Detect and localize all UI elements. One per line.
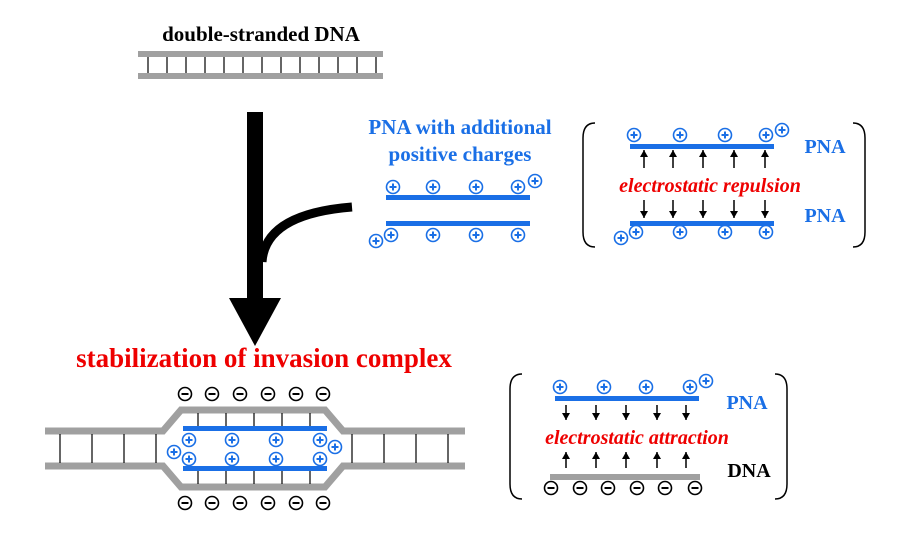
plus-charge-icon <box>327 439 343 455</box>
plus-charge-icon <box>717 127 733 143</box>
plus-charge-icon <box>224 451 240 467</box>
plus-charge-icon <box>672 127 688 143</box>
minus-charge-icon <box>260 495 276 511</box>
plus-charge-icon <box>312 451 328 467</box>
charge-symbols <box>166 122 790 511</box>
plus-charge-icon <box>312 432 328 448</box>
dsdna-title: double-stranded DNA <box>162 22 361 46</box>
dna-strand-attr <box>550 474 700 480</box>
pna-strand-bottom <box>630 221 774 226</box>
minus-charge-icon <box>204 495 220 511</box>
dna-attr-label: DNA <box>727 460 771 482</box>
pna-label-line2: positive charges <box>389 142 532 166</box>
attraction-bracket-left <box>509 373 523 500</box>
repulsion-label: electrostatic repulsion <box>619 175 801 197</box>
pna-strand-attr <box>555 396 699 401</box>
plus-charge-icon <box>717 224 733 240</box>
minus-charge-icon <box>315 495 331 511</box>
pna-pair <box>386 195 530 226</box>
plus-charge-icon <box>268 451 284 467</box>
minus-charge-icon <box>260 386 276 402</box>
pna-bottom-label: PNA <box>804 205 846 227</box>
plus-charge-icon <box>596 379 612 395</box>
attraction-bracket-right <box>774 373 788 500</box>
pna-label-line1: PNA with additional <box>368 115 551 139</box>
plus-charge-icon <box>758 224 774 240</box>
plus-charge-icon <box>268 432 284 448</box>
plus-charge-icon <box>638 379 654 395</box>
minus-charge-icon <box>629 480 645 496</box>
plus-charge-icon <box>626 127 642 143</box>
minus-charge-icon <box>543 480 559 496</box>
minus-charge-icon <box>687 480 703 496</box>
minus-charge-icon <box>288 386 304 402</box>
dsdna-duplex <box>138 51 383 79</box>
pna-top-label: PNA <box>804 136 846 158</box>
plus-charge-icon <box>628 224 644 240</box>
plus-charge-icon <box>368 233 384 249</box>
plus-charge-icon <box>672 224 688 240</box>
plus-charge-icon <box>682 379 698 395</box>
attraction-arrows <box>562 405 690 468</box>
minus-charge-icon <box>177 495 193 511</box>
plus-charge-icon <box>698 373 714 389</box>
repulsion-bracket-right <box>852 122 866 248</box>
plus-charge-icon <box>383 227 399 243</box>
plus-charge-icon <box>425 179 441 195</box>
pna-attr-label: PNA <box>726 392 768 414</box>
plus-charge-icon <box>166 444 182 460</box>
plus-charge-icon <box>224 432 240 448</box>
plus-charge-icon <box>181 432 197 448</box>
minus-charge-icon <box>288 495 304 511</box>
plus-charge-icon <box>425 227 441 243</box>
minus-charge-icon <box>204 386 220 402</box>
plus-charge-icon <box>385 179 401 195</box>
minus-charge-icon <box>232 495 248 511</box>
minus-charge-icon <box>657 480 673 496</box>
minus-charge-icon <box>572 480 588 496</box>
repulsion-arrows <box>640 150 769 218</box>
plus-charge-icon <box>181 451 197 467</box>
minus-charge-icon <box>232 386 248 402</box>
plus-charge-icon <box>758 127 774 143</box>
plus-charge-icon <box>527 173 543 189</box>
plus-charge-icon <box>510 227 526 243</box>
plus-charge-icon <box>552 379 568 395</box>
plus-charge-icon <box>468 227 484 243</box>
plus-charge-icon <box>468 179 484 195</box>
stabilization-heading: stabilization of invasion complex <box>76 343 452 373</box>
minus-charge-icon <box>600 480 616 496</box>
attraction-label: electrostatic attraction <box>545 427 729 449</box>
plus-charge-icon <box>774 122 790 138</box>
plus-charge-icon <box>510 179 526 195</box>
plus-charge-icon <box>613 230 629 246</box>
invasion-complex <box>45 406 465 491</box>
pna-strand-top <box>630 144 774 149</box>
minus-charge-icon <box>177 386 193 402</box>
minus-charge-icon <box>315 386 331 402</box>
repulsion-bracket-left <box>582 122 596 248</box>
reaction-arrow <box>229 112 353 346</box>
